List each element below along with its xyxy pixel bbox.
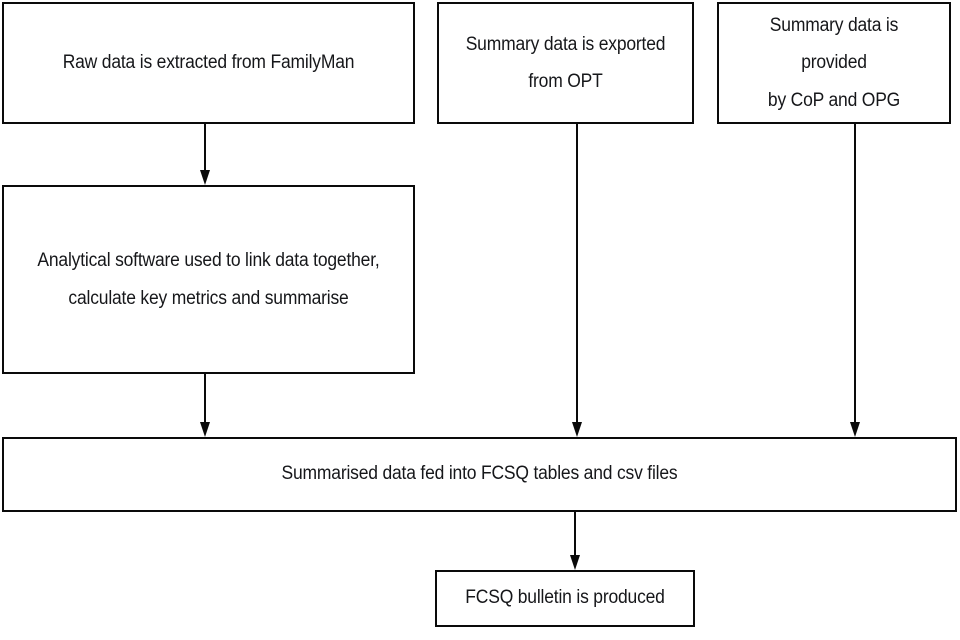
node-fcsq-bulletin[interactable]: FCSQ bulletin is produced <box>435 570 695 627</box>
node-raw-data[interactable]: Raw data is extracted from FamilyMan <box>2 2 415 124</box>
arrow-shaft <box>204 374 206 424</box>
arrow-down-icon-analytical-to-summarised <box>200 374 210 437</box>
node-analytical-software[interactable]: Analytical software used to link data to… <box>2 185 415 374</box>
arrow-head <box>200 422 210 437</box>
arrow-down-icon-cop-to-summarised <box>850 124 860 437</box>
arrow-down-icon-opt-to-summarised <box>572 124 582 437</box>
arrow-head <box>200 170 210 185</box>
node-fcsq-bulletin-label: FCSQ bulletin is produced <box>465 587 665 609</box>
arrow-head <box>570 555 580 570</box>
node-cop-opg-label: Summary data is provided by CoP and OPG <box>767 15 901 111</box>
node-summarised-data-label: Summarised data fed into FCSQ tables and… <box>281 463 678 485</box>
arrow-shaft <box>854 124 856 424</box>
node-opt-export-label: Summary data is exported from OPT <box>465 33 666 92</box>
arrow-down-icon-summarised-to-bulletin <box>570 512 580 570</box>
arrow-shaft <box>576 124 578 424</box>
arrow-shaft <box>574 512 576 557</box>
arrow-shaft <box>204 124 206 172</box>
node-summarised-data[interactable]: Summarised data fed into FCSQ tables and… <box>2 437 957 512</box>
node-cop-opg[interactable]: Summary data is provided by CoP and OPG <box>717 2 951 124</box>
node-opt-export[interactable]: Summary data is exported from OPT <box>437 2 694 124</box>
arrow-head <box>850 422 860 437</box>
arrow-head <box>572 422 582 437</box>
node-analytical-software-label: Analytical software used to link data to… <box>37 250 380 309</box>
node-raw-data-label: Raw data is extracted from FamilyMan <box>62 52 355 74</box>
arrow-down-icon-raw-to-analytical <box>200 124 210 185</box>
